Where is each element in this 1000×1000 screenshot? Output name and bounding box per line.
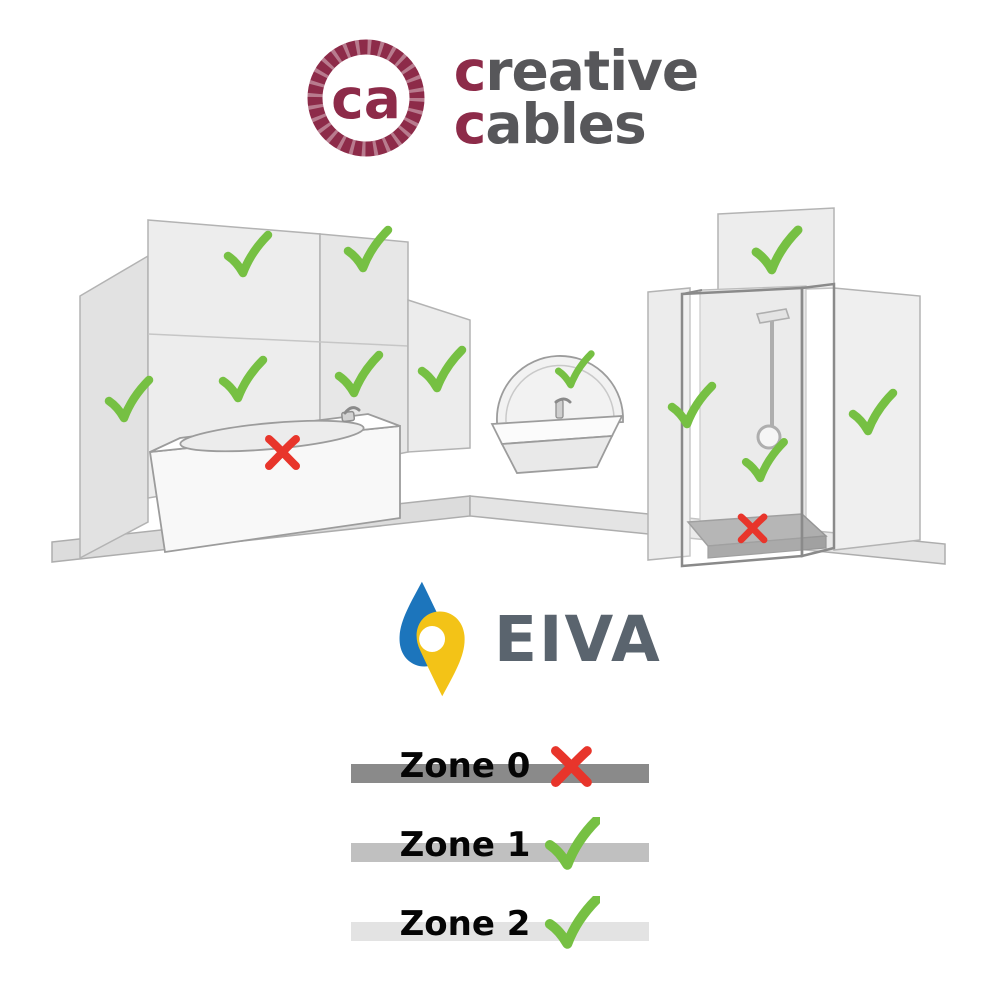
brand-monogram: ca — [331, 67, 401, 131]
brand-wordmark: creative cables — [454, 44, 699, 152]
shower-cabin — [680, 282, 836, 568]
water-drop-icon — [388, 578, 478, 700]
shower-glass — [680, 282, 836, 568]
wordmark-initial-2: c — [453, 92, 487, 156]
cross-mark — [269, 439, 296, 466]
zone-row-2: Zone 2 — [351, 892, 649, 944]
zone-0-label: Zone 0 — [399, 746, 531, 786]
eiva-product-name: EIVA — [494, 602, 662, 676]
check-mark — [348, 230, 388, 268]
brand-header: ca creative cables — [0, 34, 1000, 162]
check-mark — [109, 380, 149, 418]
baseboard — [51, 495, 946, 565]
washbasin-faucet-icon — [554, 397, 572, 419]
bathtub — [148, 406, 401, 554]
zones-legend: Zone 0 Zone 1 Zone 2 — [0, 734, 1000, 944]
washbasin — [490, 355, 624, 474]
check-mark — [223, 360, 263, 398]
check-icon — [544, 896, 600, 952]
eiva-logo: EIVA — [388, 578, 662, 700]
check-mark — [853, 393, 893, 431]
brand-wordmark-line2: cables — [454, 97, 698, 152]
bathtub-walls — [79, 219, 471, 560]
check-icon — [544, 817, 600, 873]
cross-mark — [741, 517, 764, 540]
wordmark-rest-2: ables — [485, 92, 646, 156]
check-mark — [339, 355, 379, 393]
zone-row-0: Zone 0 — [351, 734, 649, 786]
check-mark — [558, 354, 591, 385]
zone-2-label: Zone 2 — [399, 904, 531, 944]
check-mark — [228, 235, 268, 273]
check-mark — [672, 386, 712, 424]
zone-row-1: Zone 1 — [351, 813, 649, 865]
shower-tray — [686, 513, 828, 547]
brand-wordmark-line1: creative — [454, 44, 699, 99]
creative-cables-rope-logo-icon: ca — [302, 34, 430, 162]
bathtub-faucet-icon — [341, 406, 361, 423]
check-mark — [422, 350, 462, 388]
shower-walls — [647, 207, 921, 561]
wordmark-initial-1: c — [453, 39, 487, 104]
wordmark-rest-1: reative — [485, 39, 699, 104]
check-mark — [746, 442, 784, 478]
zone-1-label: Zone 1 — [399, 825, 531, 865]
zone-marks-layer — [109, 230, 893, 540]
check-mark — [756, 230, 798, 270]
cross-icon — [544, 738, 600, 794]
shower-column-icon — [755, 308, 791, 450]
